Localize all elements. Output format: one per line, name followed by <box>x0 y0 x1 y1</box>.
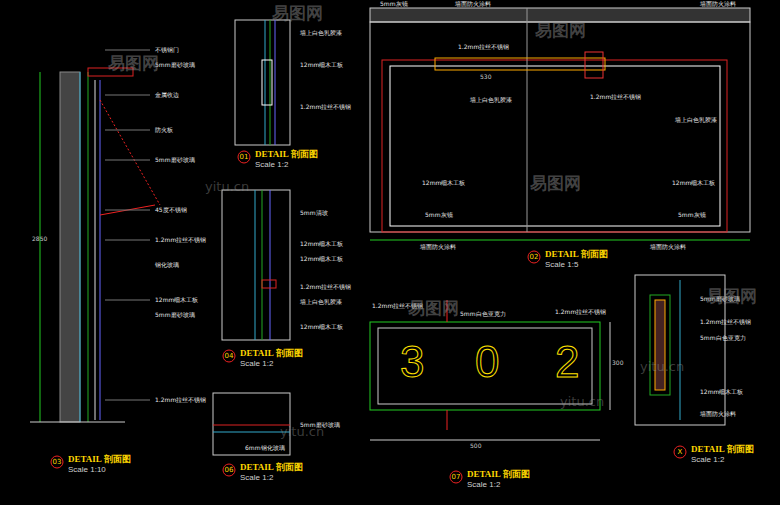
detail-title: DETAIL 剖面图 <box>240 463 303 472</box>
material-note: 5mm磨砂玻璃 <box>155 312 195 318</box>
watermark: 易图网 <box>108 55 159 72</box>
material-note: 12mm细木工板 <box>700 389 743 395</box>
material-note: 12mm细木工板 <box>300 256 343 262</box>
material-note: 1.2mm拉丝不锈钢 <box>155 237 206 243</box>
scale-note: Scale 1:2 <box>240 360 273 368</box>
scale-note: Scale 1:2 <box>691 456 724 464</box>
dimension: 300 <box>612 360 623 366</box>
material-note: 1.2mm拉丝不锈钢 <box>555 309 606 315</box>
watermark: 易图网 <box>408 300 459 317</box>
detail-title: DETAIL 剖面图 <box>691 445 754 454</box>
material-note: 5mm灰镜 <box>380 1 408 7</box>
material-note: 12mm细木工板 <box>155 297 198 303</box>
material-note: 墙上白色乳胶漆 <box>675 117 717 123</box>
watermark: yitu.cn <box>280 425 324 438</box>
dimension: 2850 <box>32 236 47 242</box>
material-note: 墙面防火涂料 <box>700 411 736 417</box>
material-note: 5mm磨砂玻璃 <box>155 157 195 163</box>
material-note: 5mm白色亚克力 <box>700 335 746 341</box>
callout-number: 01 <box>240 154 249 161</box>
callout-number: 03 <box>53 459 62 466</box>
scale-note: Scale 1:2 <box>467 481 500 489</box>
detail-title: DETAIL 剖面图 <box>68 455 131 464</box>
material-note: 5mm灰镜 <box>678 212 706 218</box>
material-note: 墙上白色乳胶漆 <box>300 299 342 305</box>
detail-title: DETAIL 剖面图 <box>467 470 530 479</box>
material-note: 墙上白色乳胶漆 <box>470 97 512 103</box>
callout-number: 04 <box>225 353 234 360</box>
material-note: 12mm细木工板 <box>672 180 715 186</box>
watermark: 易图网 <box>706 288 757 305</box>
sign-digit: 0 <box>475 340 499 384</box>
material-note: 1.2mm拉丝不锈钢 <box>155 397 206 403</box>
callout-number: 07 <box>452 474 461 481</box>
material-note: 45度不锈钢 <box>155 207 187 213</box>
material-note: 12mm细木工板 <box>300 241 343 247</box>
material-note: 墙面防火涂料 <box>700 1 736 7</box>
dimension: 500 <box>470 443 481 449</box>
material-note: 防火板 <box>155 127 173 133</box>
watermark: 易图网 <box>535 22 586 39</box>
material-note: 1.2mm拉丝不锈钢 <box>700 319 751 325</box>
material-note: 钢化玻璃 <box>155 262 179 268</box>
sign-digit: 3 <box>400 340 424 384</box>
material-note: 5mm磨砂玻璃 <box>155 62 195 68</box>
callout-number: 02 <box>530 254 539 261</box>
material-note: 1.2mm拉丝不锈钢 <box>590 94 641 100</box>
material-note: 1.2mm拉丝不锈钢 <box>300 284 351 290</box>
detail-title: DETAIL 剖面图 <box>240 349 303 358</box>
material-note: 12mm细木工板 <box>300 62 343 68</box>
material-note: 墙上白色乳胶漆 <box>300 30 342 36</box>
material-note: 金属收边 <box>155 92 179 98</box>
scale-note: Scale 1:2 <box>240 474 273 482</box>
callout-number: X <box>678 449 683 456</box>
callout-number: 06 <box>225 467 234 474</box>
material-note: 5mm灰镜 <box>425 212 453 218</box>
detail-title: DETAIL 剖面图 <box>545 250 608 259</box>
material-note: 12mm细木工板 <box>300 324 343 330</box>
material-note: 12mm细木工板 <box>422 180 465 186</box>
material-note: 墙面防火涂料 <box>455 1 491 7</box>
material-note: 6mm钢化玻璃 <box>245 445 285 451</box>
dimension: 530 <box>480 74 491 80</box>
material-note: 5mm清玻 <box>300 210 328 216</box>
material-note: 墙面防火涂料 <box>650 244 686 250</box>
material-note: 1.2mm拉丝不锈钢 <box>300 104 351 110</box>
material-note: 不锈钢门 <box>155 47 179 53</box>
sign-digit: 2 <box>555 340 579 384</box>
scale-note: Scale 1:10 <box>68 466 106 474</box>
scale-note: Scale 1:5 <box>545 261 578 269</box>
detail-title: DETAIL 剖面图 <box>255 150 318 159</box>
watermark: yitu.cn <box>640 360 684 373</box>
watermark: yitu.cn <box>205 180 249 193</box>
material-note: 5mm白色亚克力 <box>460 311 506 317</box>
watermark: 易图网 <box>272 5 323 22</box>
watermark: 易图网 <box>530 175 581 192</box>
watermark: yitu.cn <box>560 395 604 408</box>
material-note: 1.2mm拉丝不锈钢 <box>458 44 509 50</box>
scale-note: Scale 1:2 <box>255 161 288 169</box>
material-note: 墙面防火涂料 <box>420 244 456 250</box>
